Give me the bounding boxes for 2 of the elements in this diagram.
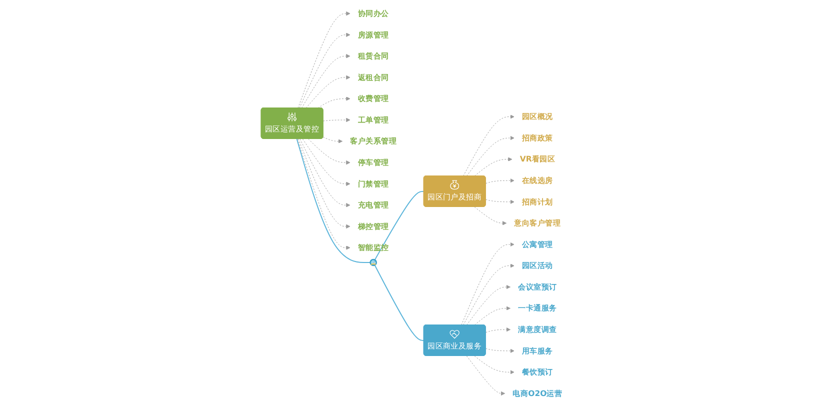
connector (374, 190, 424, 260)
connector (374, 264, 424, 341)
